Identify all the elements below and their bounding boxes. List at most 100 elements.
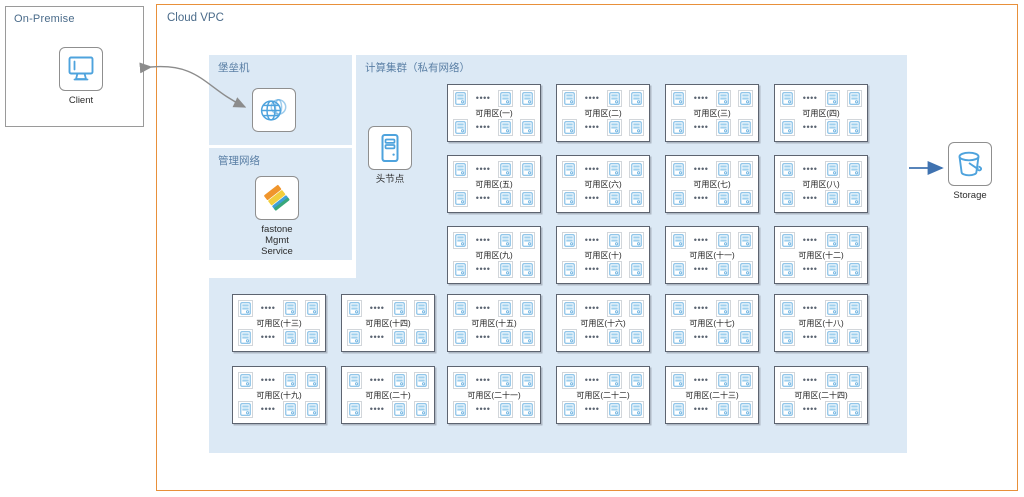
availability-zone-label: 可用区(十四): [365, 319, 411, 328]
server-icon: [825, 90, 841, 107]
server-icon: [305, 401, 320, 418]
server-icon: [629, 401, 644, 418]
server-icon: [780, 261, 795, 278]
server-icon: [847, 329, 862, 346]
server-icon: [607, 190, 623, 207]
availability-zone-server-row: ••••: [342, 371, 434, 390]
server-icon: [347, 329, 362, 346]
ellipsis-dots: ••••: [802, 193, 818, 203]
availability-zone-card[interactable]: ••••可用区(二十一)••••: [447, 366, 541, 424]
server-icon: [392, 329, 408, 346]
availability-zone-server-row: ••••: [775, 160, 867, 179]
head-node[interactable]: 头节点: [367, 126, 413, 185]
availability-zone-server-row: ••••: [775, 400, 867, 419]
ellipsis-dots: ••••: [260, 375, 276, 385]
ellipsis-dots: ••••: [584, 235, 600, 245]
server-icon: [283, 372, 299, 389]
availability-zone-card[interactable]: ••••可用区(三)••••: [665, 84, 759, 142]
server-icon: [780, 232, 795, 249]
availability-zone-card[interactable]: ••••可用区(二十)••••: [341, 366, 435, 424]
storage-node[interactable]: Storage: [947, 142, 993, 201]
availability-zone-card[interactable]: ••••可用区(十五)••••: [447, 294, 541, 352]
availability-zone-server-row: ••••: [342, 328, 434, 347]
availability-zone-card[interactable]: ••••可用区(十七)••••: [665, 294, 759, 352]
server-icon: [671, 261, 686, 278]
availability-zone-card[interactable]: ••••可用区(十二)••••: [774, 226, 868, 284]
server-icon: [520, 300, 535, 317]
fastone-mgmt-service-node[interactable]: fastone Mgmt Service: [254, 176, 300, 257]
availability-zone-server-row: ••••: [448, 400, 540, 419]
availability-zone-card[interactable]: ••••可用区(十四)••••: [341, 294, 435, 352]
bucket-icon: [948, 142, 992, 186]
server-icon: [238, 372, 253, 389]
ellipsis-dots: ••••: [802, 404, 818, 414]
availability-zone-server-row: ••••: [233, 299, 325, 318]
client-node[interactable]: Client: [57, 47, 105, 106]
availability-zone-server-row: ••••: [666, 89, 758, 108]
availability-zone-server-row: ••••: [557, 118, 649, 137]
availability-zone-card[interactable]: ••••可用区(十九)••••: [232, 366, 326, 424]
availability-zone-card[interactable]: ••••可用区(一)••••: [447, 84, 541, 142]
server-icon: [562, 261, 577, 278]
server-icon: [562, 232, 577, 249]
server-icon: [847, 232, 862, 249]
availability-zone-server-row: ••••: [448, 118, 540, 137]
availability-zone-server-row: ••••: [342, 400, 434, 419]
server-icon: [453, 329, 468, 346]
availability-zone-server-row: ••••: [557, 328, 649, 347]
server-icon: [780, 119, 795, 136]
server-icon: [498, 119, 514, 136]
availability-zone-label: 可用区(八): [802, 180, 840, 189]
ellipsis-dots: ••••: [802, 332, 818, 342]
availability-zone-card[interactable]: ••••可用区(十一)••••: [665, 226, 759, 284]
availability-zone-card[interactable]: ••••可用区(二)••••: [556, 84, 650, 142]
availability-zone-label: 可用区(十六): [580, 319, 626, 328]
server-icon: [629, 261, 644, 278]
compute-cluster-title: 计算集群（私有网络）: [365, 62, 470, 74]
ellipsis-dots: ••••: [802, 375, 818, 385]
server-icon: [716, 190, 732, 207]
availability-zone-card[interactable]: ••••可用区(十六)••••: [556, 294, 650, 352]
availability-zone-card[interactable]: ••••可用区(十八)••••: [774, 294, 868, 352]
server-icon: [453, 119, 468, 136]
bastion-host-node[interactable]: [251, 88, 297, 136]
server-icon: [847, 300, 862, 317]
availability-zone-server-row: ••••: [666, 160, 758, 179]
availability-zone-card[interactable]: ••••可用区(九)••••: [447, 226, 541, 284]
ellipsis-dots: ••••: [802, 122, 818, 132]
server-icon: [607, 232, 623, 249]
availability-zone-card[interactable]: ••••可用区(八)••••: [774, 155, 868, 213]
availability-zone-card[interactable]: ••••可用区(五)••••: [447, 155, 541, 213]
server-icon: [392, 401, 408, 418]
ellipsis-dots: ••••: [369, 332, 385, 342]
server-icon: [671, 300, 686, 317]
server-icon: [520, 261, 535, 278]
availability-zone-server-row: ••••: [557, 371, 649, 390]
server-icon: [629, 119, 644, 136]
server-icon: [607, 329, 623, 346]
ellipsis-dots: ••••: [584, 404, 600, 414]
availability-zone-server-row: ••••: [775, 260, 867, 279]
server-icon: [520, 232, 535, 249]
client-label: Client: [68, 95, 94, 106]
ellipsis-dots: ••••: [475, 93, 491, 103]
server-icon: [607, 161, 623, 178]
server-icon: [414, 372, 429, 389]
availability-zone-server-row: ••••: [233, 371, 325, 390]
ellipsis-dots: ••••: [369, 375, 385, 385]
storage-label: Storage: [953, 190, 987, 201]
server-icon: [780, 372, 795, 389]
availability-zone-card[interactable]: ••••可用区(二十四)••••: [774, 366, 868, 424]
ellipsis-dots: ••••: [475, 193, 491, 203]
server-icon: [562, 401, 577, 418]
availability-zone-card[interactable]: ••••可用区(二十三)••••: [665, 366, 759, 424]
globe-network-icon: [252, 88, 296, 132]
availability-zone-card[interactable]: ••••可用区(七)••••: [665, 155, 759, 213]
availability-zone-card[interactable]: ••••可用区(二十二)••••: [556, 366, 650, 424]
availability-zone-card[interactable]: ••••可用区(十三)••••: [232, 294, 326, 352]
server-icon: [305, 329, 320, 346]
availability-zone-card[interactable]: ••••可用区(六)••••: [556, 155, 650, 213]
availability-zone-card[interactable]: ••••可用区(四)••••: [774, 84, 868, 142]
ellipsis-dots: ••••: [584, 122, 600, 132]
availability-zone-card[interactable]: ••••可用区(十)••••: [556, 226, 650, 284]
